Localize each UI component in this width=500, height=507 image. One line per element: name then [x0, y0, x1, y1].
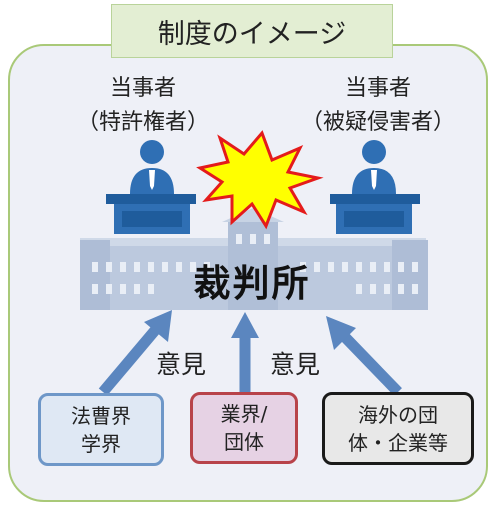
arrow-foreign-to-court [326, 316, 402, 396]
industry-box-line1: 業界/ [220, 402, 268, 426]
plaintiff-label: 当事者 （特許権者） [58, 72, 228, 140]
defendant-label-line1: 当事者 [344, 76, 411, 101]
plaintiff-label-line2: （特許権者） [76, 110, 209, 135]
foreign-box-line1: 海外の団 [358, 402, 438, 427]
industry-box: 業界/ 団体 [190, 392, 298, 464]
diagram-title: 制度のイメージ [111, 4, 393, 58]
court-label: 裁判所 [193, 262, 311, 305]
foreign-box-line2: 体・企業等 [348, 430, 448, 455]
academia-box: 法曹界 学界 [38, 393, 164, 466]
academia-box-line2: 学界 [81, 431, 121, 456]
defendant-label-line2: （被疑侵害者） [300, 110, 455, 135]
conflict-burst-icon [196, 130, 324, 230]
plaintiff-person-icon [106, 140, 196, 234]
opinion-label-left: 意見 [156, 350, 207, 379]
defendant-label: 当事者 （被疑侵害者） [278, 72, 478, 140]
arrow-academia-to-court [98, 310, 172, 396]
industry-box-line2: 団体 [224, 430, 264, 454]
defendant-person-icon [330, 140, 420, 234]
plaintiff-label-line1: 当事者 [109, 76, 176, 101]
arrow-industry-to-court [231, 312, 259, 392]
academia-box-line1: 法曹界 [71, 403, 131, 428]
opinion-label-right: 意見 [270, 350, 321, 379]
foreign-box: 海外の団 体・企業等 [322, 392, 474, 465]
